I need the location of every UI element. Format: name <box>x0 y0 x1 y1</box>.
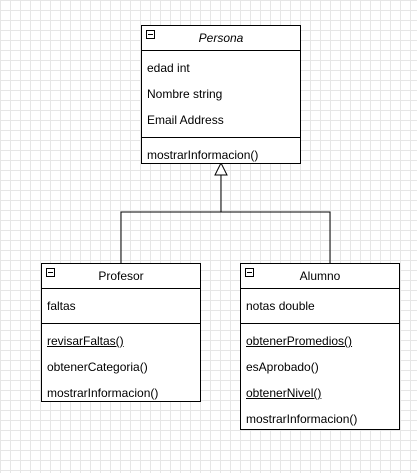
class-profesor-operations: revisarFaltas() obtenerCategoria() mostr… <box>42 324 200 410</box>
attribute[interactable]: Email Address <box>147 113 224 127</box>
operation[interactable]: obtenerCategoria() <box>47 360 148 374</box>
class-alumno-operations: obtenerPromedios() esAprobado() obtenerN… <box>241 324 399 436</box>
operation-static[interactable]: revisarFaltas() <box>47 334 124 348</box>
class-alumno-header[interactable]: Alumno <box>241 264 399 289</box>
attribute[interactable]: faltas <box>47 299 76 313</box>
operation-static[interactable]: obtenerNivel() <box>246 386 322 400</box>
class-alumno-attributes: notas double <box>241 289 399 324</box>
class-persona-header[interactable]: Persona <box>142 26 300 51</box>
edge-alumno-to-persona <box>221 211 331 263</box>
attribute[interactable]: notas double <box>246 299 315 313</box>
operation[interactable]: mostrarInformacion() <box>147 148 259 162</box>
class-alumno[interactable]: Alumno notas double obtenerPromedios() e… <box>240 263 400 430</box>
collapse-icon[interactable] <box>146 30 155 39</box>
class-profesor-header[interactable]: Profesor <box>42 264 200 289</box>
class-persona[interactable]: Persona edad int Nombre string Email Add… <box>141 25 301 164</box>
attribute[interactable]: edad int <box>147 61 190 75</box>
attribute[interactable]: Nombre string <box>147 87 223 101</box>
operation[interactable]: mostrarInformacion() <box>246 412 358 426</box>
operation[interactable]: esAprobado() <box>246 360 319 374</box>
generalization-arrowhead <box>214 161 228 176</box>
operation[interactable]: mostrarInformacion() <box>47 386 159 400</box>
class-profesor-attributes: faltas <box>42 289 200 324</box>
collapse-icon[interactable] <box>46 268 55 277</box>
class-persona-operations: mostrarInformacion() <box>142 138 300 172</box>
class-persona-name: Persona <box>198 31 244 45</box>
edge-profesor-to-persona <box>120 175 222 263</box>
class-alumno-name: Alumno <box>299 269 341 283</box>
class-persona-attributes: edad int Nombre string Email Address <box>142 51 300 138</box>
collapse-icon[interactable] <box>245 268 254 277</box>
class-profesor-name: Profesor <box>98 269 144 283</box>
class-profesor[interactable]: Profesor faltas revisarFaltas() obtenerC… <box>41 263 201 402</box>
operation-static[interactable]: obtenerPromedios() <box>246 334 353 348</box>
